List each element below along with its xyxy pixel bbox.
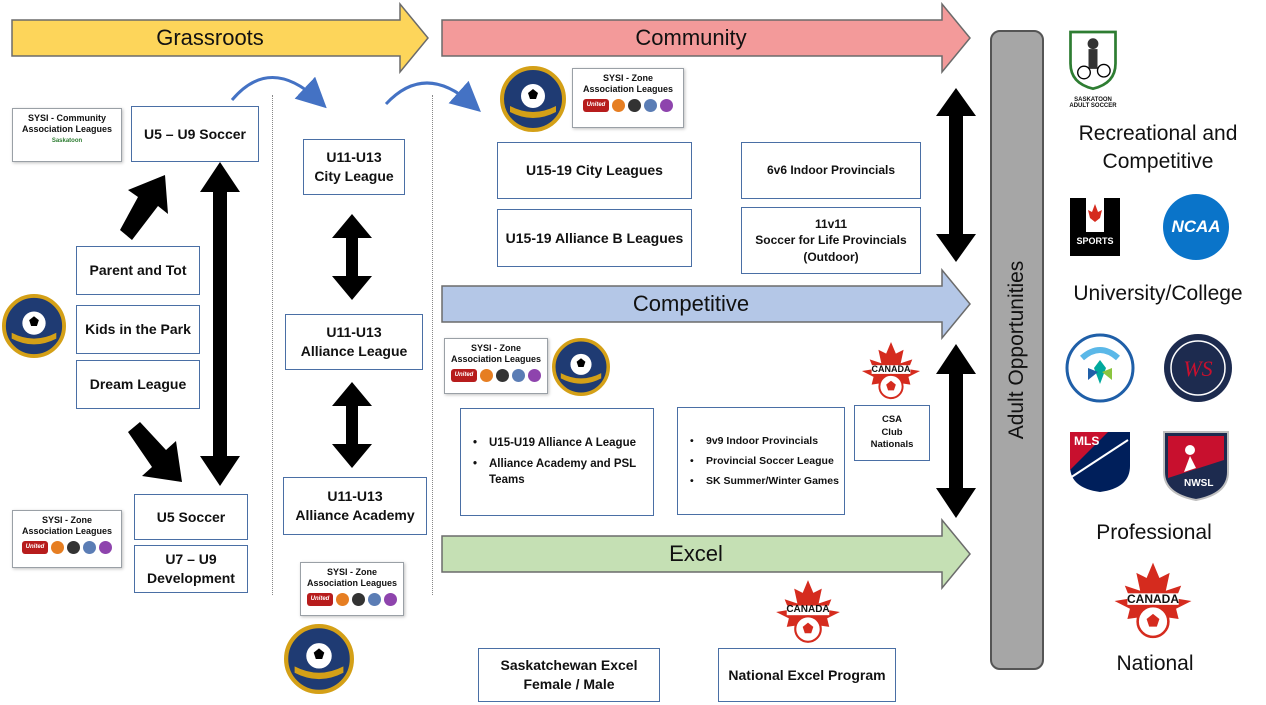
- double-arrow-icon: [332, 214, 372, 300]
- excel-band-arrow: Excel: [440, 518, 972, 590]
- nwsl-logo: NWSL: [1160, 426, 1232, 502]
- club-logo: [83, 540, 96, 554]
- svg-text:WS: WS: [1183, 356, 1212, 381]
- separator-line: [272, 95, 273, 595]
- club-logo: [660, 98, 673, 112]
- double-arrow-icon: [936, 344, 976, 518]
- dream-league-box: Dream League: [76, 360, 200, 409]
- parent-and-tot-box: Parent and Tot: [76, 246, 200, 295]
- csa-club-nationals-box: CSA Club Nationals: [854, 405, 930, 461]
- league-one-logo: [1064, 332, 1136, 404]
- club-logos: United: [22, 540, 112, 554]
- zone-association-card: SYSI - Zone Association Leagues United: [12, 510, 122, 568]
- club-logo: [368, 592, 381, 606]
- list-item: SK Summer/Winter Games: [688, 474, 839, 488]
- competitive-band-arrow: Competitive: [440, 268, 972, 340]
- double-arrow-icon: [936, 88, 976, 262]
- united-womens-soccer-logo: WS: [1162, 332, 1234, 404]
- double-arrow-icon: [200, 162, 240, 486]
- community-band-arrow: Community: [440, 2, 972, 74]
- club-logos: United: [307, 592, 397, 606]
- canada-logo-text: CANADA: [871, 364, 911, 374]
- saskatoon-youth-soccer-logo: [284, 624, 354, 694]
- community-label: Community: [635, 25, 747, 50]
- competitive-label: Competitive: [632, 291, 750, 316]
- club-logo: [336, 592, 349, 606]
- zone-association-card: SYSI - Zone Association Leagues United: [444, 338, 548, 394]
- provincials-list-box: 9v9 Indoor Provincials Provincial Soccer…: [677, 407, 845, 515]
- double-arrow-icon: [332, 382, 372, 468]
- 6v6-indoor-provincials-box: 6v6 Indoor Provincials: [741, 142, 921, 199]
- adult-opportunities-label: Adult Opportunities: [1005, 260, 1028, 440]
- united-logo: United: [22, 540, 48, 554]
- canada-soccer-logo: CANADA: [1112, 560, 1194, 642]
- saskatoon-city-logo: Saskatoon: [51, 137, 83, 144]
- grassroots-band-arrow: Grassroots: [10, 2, 430, 74]
- ncaa-logo: NCAA: [1162, 193, 1230, 261]
- list-item: U15-U19 Alliance A League: [471, 436, 653, 452]
- list-item: Provincial Soccer League: [688, 454, 839, 468]
- club-logo: [496, 368, 509, 382]
- u7-u9-development-box: U7 – U9 Development: [134, 545, 248, 593]
- diagonal-arrow-icon: [128, 422, 182, 482]
- club-logo: [512, 368, 525, 382]
- adult-opportunities-bar: Adult Opportunities: [990, 30, 1044, 670]
- u5-u9-soccer-box: U5 – U9 Soccer: [131, 106, 259, 162]
- recreational-competitive-text: Recreational and Competitive: [1078, 122, 1238, 174]
- u11-u13-alliance-academy-box: U11-U13 Alliance Academy: [283, 477, 427, 535]
- 11v11-provincials-box: 11v11 Soccer for Life Provincials (Outdo…: [741, 207, 921, 274]
- national-excel-program-box: National Excel Program: [718, 648, 896, 702]
- club-logos: United: [583, 98, 673, 112]
- u-sports-logo: SPORTS: [1068, 196, 1122, 258]
- list-item: 9v9 Indoor Provincials: [688, 434, 839, 448]
- university-college-text: University/College: [1073, 282, 1243, 305]
- club-logo: [384, 592, 397, 606]
- community-association-card: SYSI - Community Association Leagues Sas…: [12, 108, 122, 162]
- provincials-list: 9v9 Indoor Provincials Provincial Soccer…: [688, 428, 839, 495]
- canada-soccer-logo: CANADA: [860, 340, 922, 402]
- club-logo: [628, 98, 641, 112]
- canada-logo-text: CANADA: [786, 604, 830, 615]
- club-logo: [480, 368, 493, 382]
- zone-association-card: SYSI - Zone Association Leagues United: [572, 68, 684, 128]
- alliance-a-list-box: U15-U19 Alliance A League Alliance Acade…: [460, 408, 654, 516]
- saskatoon-youth-soccer-logo: [500, 66, 566, 132]
- u15-19-city-leagues-box: U15-19 City Leagues: [497, 142, 692, 199]
- saskatoon-youth-soccer-logo: [2, 294, 66, 358]
- club-logos: United: [451, 368, 541, 382]
- zone-association-card: SYSI - Zone Association Leagues United: [300, 562, 404, 616]
- united-logo: United: [451, 368, 477, 382]
- excel-label: Excel: [669, 541, 723, 566]
- u15-19-alliance-b-box: U15-19 Alliance B Leagues: [497, 209, 692, 267]
- grassroots-label: Grassroots: [156, 25, 264, 50]
- alliance-a-list: U15-U19 Alliance A League Alliance Acade…: [471, 430, 653, 495]
- u11-u13-alliance-league-box: U11-U13 Alliance League: [285, 314, 423, 370]
- canada-logo-text: CANADA: [1127, 592, 1179, 606]
- club-logo: [612, 98, 625, 112]
- club-logo: [528, 368, 541, 382]
- united-logo: United: [307, 592, 333, 606]
- club-logo: [51, 540, 64, 554]
- separator-line: [432, 95, 433, 595]
- club-logo: [644, 98, 657, 112]
- u5-soccer-box: U5 Soccer: [134, 494, 248, 540]
- u11-u13-city-league-box: U11-U13 City League: [303, 139, 405, 195]
- diagonal-arrow-icon: [120, 175, 168, 240]
- club-logo: [352, 592, 365, 606]
- list-item: Alliance Academy and PSL Teams: [471, 457, 653, 488]
- kids-in-the-park-box: Kids in the Park: [76, 305, 200, 354]
- saskatoon-youth-soccer-logo: [552, 338, 610, 396]
- curved-arrow-icon: [230, 76, 327, 109]
- national-text: National: [1116, 652, 1194, 675]
- saskatoon-adult-soccer-logo: SASKATOON ADULT SOCCER: [1062, 26, 1124, 116]
- canada-soccer-logo: CANADA: [774, 578, 842, 646]
- professional-text: Professional: [1096, 521, 1212, 544]
- club-logo: [67, 540, 80, 554]
- united-logo: United: [583, 98, 609, 112]
- curved-arrow-icon: [384, 80, 481, 112]
- club-logo: [99, 540, 112, 554]
- saskatchewan-excel-box: Saskatchewan Excel Female / Male: [478, 648, 660, 702]
- mls-logo: MLS: [1068, 430, 1132, 494]
